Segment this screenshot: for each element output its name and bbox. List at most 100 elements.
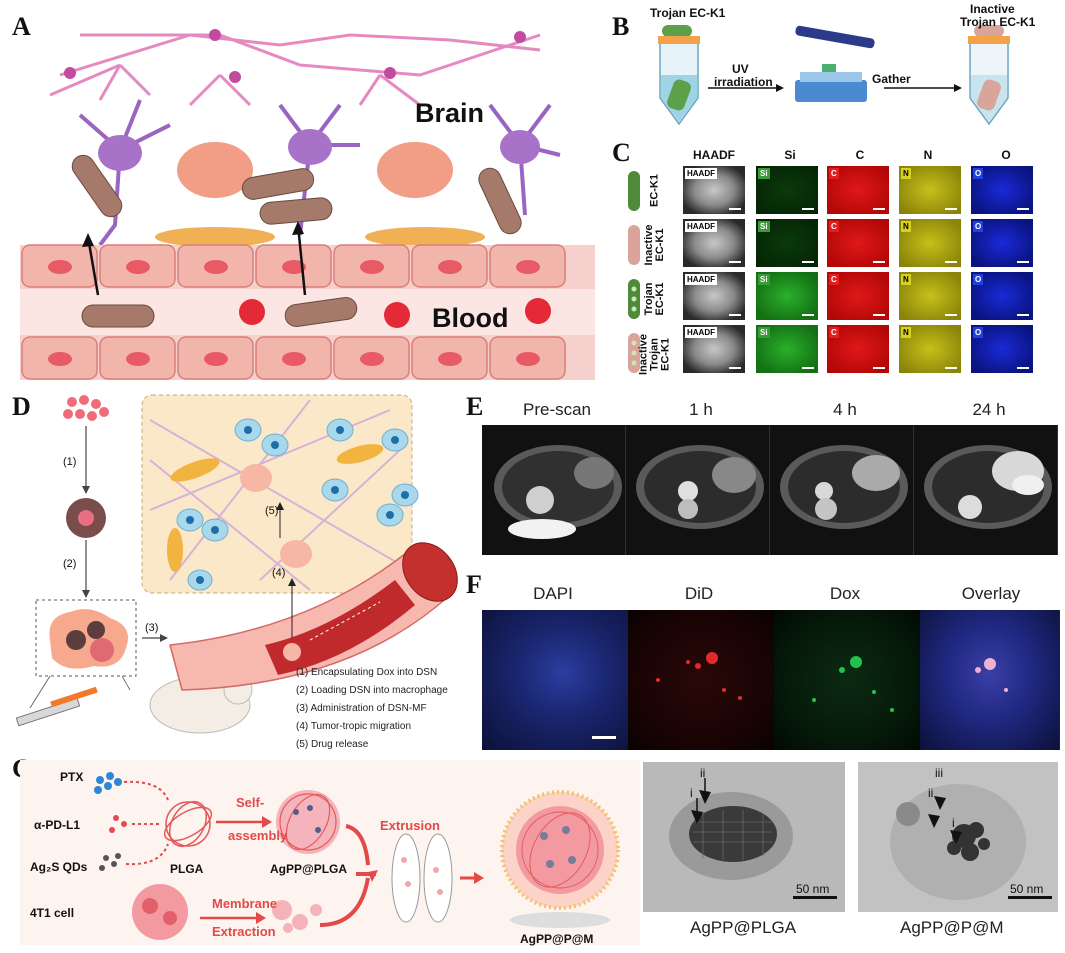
eds-map-tile: Si bbox=[755, 218, 819, 268]
panel-a-letter: A bbox=[12, 12, 31, 41]
eds-channel-tag: HAADF bbox=[685, 327, 717, 338]
scale-bar bbox=[1017, 208, 1029, 210]
eds-map-tile: HAADF bbox=[682, 324, 746, 374]
eds-channel-tag: N bbox=[901, 221, 911, 232]
eds-channel-tag: O bbox=[973, 221, 984, 232]
col-header-c: C bbox=[855, 148, 865, 162]
e-header-24h: 24 h bbox=[972, 400, 1006, 419]
e-header-4h: 4 h bbox=[833, 400, 857, 419]
agpp-plga-label: AgPP@PLGA bbox=[270, 862, 348, 876]
tem-image-agpp-plga bbox=[643, 762, 845, 912]
panel-c-row-icons bbox=[628, 171, 640, 373]
eds-map-tile: C bbox=[826, 271, 890, 321]
scale-bar bbox=[873, 208, 885, 210]
e-header-1h: 1 h bbox=[689, 400, 713, 419]
eds-channel-tag: Si bbox=[758, 327, 770, 338]
assembly-label: assembly bbox=[228, 828, 288, 843]
eds-channel-tag: C bbox=[829, 327, 839, 338]
panel-g-illustration bbox=[20, 760, 640, 945]
self-label: Self- bbox=[236, 795, 265, 810]
ag2s-qds-label: Ag₂S QDs bbox=[30, 860, 88, 874]
scale-bar bbox=[802, 208, 814, 210]
col-header-haadf: HAADF bbox=[693, 148, 735, 162]
membrane-label: Membrane bbox=[212, 896, 278, 911]
extrusion-label: Extrusion bbox=[380, 818, 440, 833]
eds-map-tile: C bbox=[826, 324, 890, 374]
eds-channel-tag: O bbox=[973, 274, 984, 285]
row-label-line: EC-K1 bbox=[654, 228, 666, 262]
scale-bar bbox=[802, 314, 814, 316]
col-header-o: O bbox=[1001, 148, 1011, 162]
eds-map-tile: Si bbox=[755, 271, 819, 321]
panel-d-illustration bbox=[15, 394, 458, 734]
h-right-label-i: i bbox=[952, 816, 955, 830]
trojan-ec-k1-label: Trojan EC-K1 bbox=[650, 6, 726, 20]
scale-bar bbox=[873, 367, 885, 369]
e-header-prescan: Pre-scan bbox=[522, 400, 592, 419]
eds-channel-tag: N bbox=[901, 274, 911, 285]
scale-bar bbox=[729, 367, 741, 369]
eds-map-tile: HAADF bbox=[682, 165, 746, 215]
f-header-did: DiD bbox=[684, 584, 714, 603]
eds-map-tile: N bbox=[898, 271, 962, 321]
d-legend-2: (2) Loading DSN into macrophage bbox=[296, 685, 448, 696]
row-label-ec-k1: EC-K1 bbox=[648, 166, 661, 216]
scale-bar bbox=[729, 314, 741, 316]
scale-bar bbox=[945, 208, 957, 210]
4t1-cell-label: 4T1 cell bbox=[30, 906, 75, 920]
fluorescence-overlay bbox=[920, 610, 1060, 750]
eds-channel-tag: N bbox=[901, 168, 911, 179]
scale-bar bbox=[1017, 261, 1029, 263]
eds-channel-tag: HAADF bbox=[685, 221, 717, 232]
eds-channel-tag: O bbox=[973, 327, 984, 338]
row-label-line: EC-K1 bbox=[659, 338, 672, 372]
fluorescence-dapi bbox=[482, 610, 630, 750]
eds-map-tile: HAADF bbox=[682, 218, 746, 268]
panel-b-letter: B bbox=[612, 12, 630, 41]
inactive-trojan-label: Trojan EC-K1 bbox=[960, 15, 1036, 29]
eds-map-tile: C bbox=[826, 165, 890, 215]
agpp-pm-label: AgPP@P@M bbox=[520, 932, 594, 946]
scale-bar bbox=[729, 208, 741, 210]
scale-bar bbox=[802, 367, 814, 369]
eds-map-tile: Si bbox=[755, 165, 819, 215]
eds-map-tile: N bbox=[898, 218, 962, 268]
panel-a-illustration bbox=[20, 29, 595, 380]
eds-map-tile: N bbox=[898, 324, 962, 374]
eds-channel-tag: Si bbox=[758, 274, 770, 285]
eds-map-tile: O bbox=[970, 324, 1034, 374]
h-scale-right: 50 nm bbox=[1010, 882, 1044, 896]
col-header-n: N bbox=[923, 148, 933, 162]
eds-map-tile: Si bbox=[755, 324, 819, 374]
h-scale-left: 50 nm bbox=[796, 882, 830, 896]
d-legend-3: (3) Administration of DSN-MF bbox=[296, 703, 427, 714]
pdl1-label: α-PD-L1 bbox=[34, 818, 81, 832]
fluorescence-dox bbox=[774, 610, 922, 750]
scale-bar bbox=[873, 314, 885, 316]
mri-image-24h bbox=[914, 425, 1058, 555]
eds-channel-tag: HAADF bbox=[685, 274, 717, 285]
d-legend-5: (5) Drug release bbox=[296, 739, 369, 750]
scale-bar bbox=[873, 261, 885, 263]
scale-bar bbox=[945, 314, 957, 316]
row-label-inactive-ec-k1: Inactive EC-K1 bbox=[643, 220, 666, 270]
eds-channel-tag: N bbox=[901, 327, 911, 338]
uv-label: UV bbox=[732, 62, 749, 76]
f-header-dox: Dox bbox=[829, 584, 861, 603]
panel-f-letter: F bbox=[466, 570, 482, 599]
mri-image-1h bbox=[626, 425, 770, 555]
h-caption-left: AgPP@PLGA bbox=[690, 918, 797, 937]
eds-channel-tag: C bbox=[829, 274, 839, 285]
neuron-network-icon bbox=[49, 33, 541, 107]
mri-image-4h bbox=[770, 425, 914, 555]
row-label-line: EC-K1 bbox=[654, 282, 666, 316]
extraction-label: Extraction bbox=[212, 924, 276, 939]
d-step2: (2) bbox=[63, 558, 77, 570]
d-step3: (3) bbox=[145, 622, 159, 634]
h-left-label-i: i bbox=[690, 786, 693, 800]
brain-label: Brain bbox=[415, 98, 485, 128]
plga-label: PLGA bbox=[170, 862, 204, 876]
d-legend-4: (4) Tumor-tropic migration bbox=[296, 721, 412, 732]
tem-image-agpp-pm bbox=[858, 762, 1058, 912]
row-label-line: EC-K1 bbox=[648, 174, 661, 208]
